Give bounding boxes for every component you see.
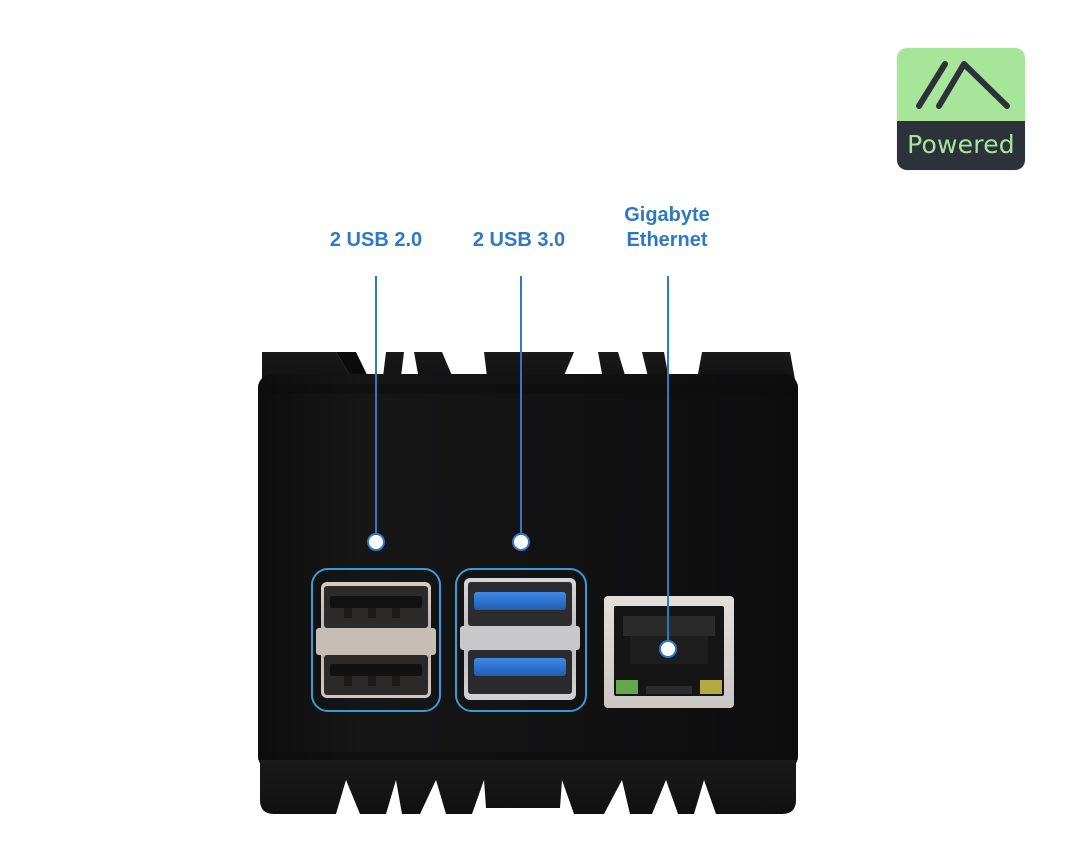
usb3-highlight-frame (455, 568, 587, 712)
callout-usb2-label: 2 USB 2.0 (329, 229, 423, 251)
callout-ethernet-line1: Gigabyte (624, 204, 710, 226)
badge-bottom-panel (897, 121, 1025, 170)
usb3-port-block (460, 578, 580, 700)
forward-slash-chevron-icon (916, 61, 1010, 109)
case-bottom-fins (260, 760, 796, 814)
callout-ethernet-label: Gigabyte Ethernet (597, 203, 737, 253)
callout-lines (367, 276, 677, 658)
callout-usb3-label: 2 USB 3.0 (472, 229, 566, 251)
callout-ethernet-line2: Ethernet (626, 229, 708, 251)
powered-badge: Powered (897, 48, 1025, 170)
usb2-port-block (316, 582, 436, 698)
usb2-highlight-frame (311, 568, 441, 712)
badge-label: Powered (907, 130, 1015, 159)
